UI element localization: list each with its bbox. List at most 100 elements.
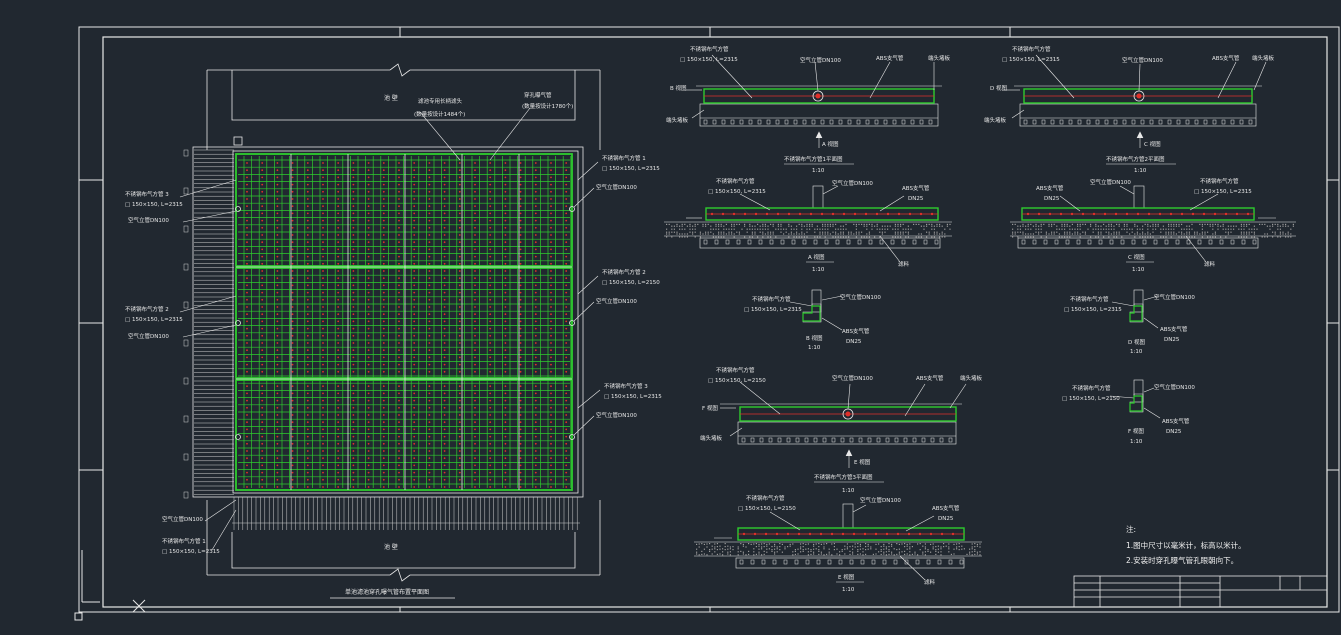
sec3-endcap: 端头堵板	[960, 374, 983, 382]
plan-right-pipe-1: 不锈钢布气方管 1	[602, 154, 646, 162]
note-2: 2.安装时穿孔曝气管孔眼朝向下。	[1126, 555, 1238, 565]
notes-title: 注:	[1126, 524, 1136, 534]
aeration-holes	[246, 162, 568, 488]
secE-pipe-dim: □ 150×150, L=2150	[738, 506, 796, 512]
sec1-endcap-left: 端头堵板	[666, 116, 689, 124]
sec1-abs: ABS支气管	[876, 54, 904, 62]
note-nozzle-count: (数量按设计1484个)	[414, 110, 465, 118]
sec2-view-c: C 视图	[1144, 140, 1161, 148]
sec1-view-b: B 视图	[670, 84, 687, 92]
secB-riser: 空气立管DN100	[840, 293, 881, 301]
secA-pipe-dim: □ 150×150, L=2315	[708, 189, 766, 195]
sec1-endcap: 端头堵板	[928, 54, 951, 62]
aeration-grid	[238, 156, 572, 488]
plan-right-riser-2: 空气立管DN100	[596, 297, 637, 305]
secE-abs-dn: DN25	[938, 516, 954, 522]
plan-right-riser-1: 空气立管DN100	[596, 183, 637, 191]
secC-scale: 1:10	[1132, 267, 1145, 273]
secD-pipe-label: 不锈钢布气方管	[1070, 295, 1109, 303]
plan-left-riser-2: 空气立管DN100	[128, 332, 169, 340]
sec3-title: 不锈钢布气方管3平面图	[814, 473, 873, 481]
secC-pipe-label: 不锈钢布气方管	[1200, 177, 1239, 185]
section-f-detail: 不锈钢布气方管 □ 150×150, L=2150 空气立管DN100 ABS支…	[1062, 379, 1195, 445]
secA-scale: 1:10	[812, 267, 825, 273]
secB-pipe-label: 不锈钢布气方管	[752, 295, 791, 303]
secE-pipe-label: 不锈钢布气方管	[746, 494, 785, 502]
secC-abs: ABS支气管	[1036, 184, 1064, 192]
section-pipe-1: 不锈钢布气方管 □ 150×150, L=2315 空气立管DN100 ABS支…	[666, 45, 951, 174]
secA-pipe-label: 不锈钢布气方管	[716, 177, 755, 185]
secD-abs: ABS支气管	[1160, 325, 1188, 333]
plan-right-pipe-2: 不锈钢布气方管 2	[602, 268, 646, 276]
secA-media: 滤料	[898, 260, 910, 268]
plan-right-pipe-3: 不锈钢布气方管 3	[604, 382, 648, 390]
bottom-hatch	[232, 497, 580, 530]
plan-bottom-wall-label: 池 壁	[384, 543, 398, 551]
sec2-abs: ABS支气管	[1212, 54, 1240, 62]
secB-title: B 视图	[806, 334, 823, 342]
sec3-view-f: F 视图	[702, 404, 718, 412]
note-1: 1.图中尺寸以毫米计，标高以米计。	[1126, 540, 1246, 550]
sec3-pipe-dim: □ 150×150, L=2150	[708, 378, 766, 384]
note-nozzle: 滤池专用长柄滤头	[418, 97, 463, 105]
note-aeration: 穿孔曝气管	[524, 91, 552, 99]
secD-riser: 空气立管DN100	[1154, 293, 1195, 301]
section-pipe-3: 不锈钢布气方管 □ 150×150, L=2150 空气立管DN100 ABS支…	[700, 366, 983, 494]
sec2-title: 不锈钢布气方管2平面图	[1106, 155, 1165, 163]
sec3-endcap-left: 端头堵板	[700, 434, 723, 442]
plan-top-wall-label: 池 壁	[384, 94, 398, 102]
plan-left-pipe-3-dim: □ 150×150, L=2315	[125, 202, 183, 208]
section-d-detail: 不锈钢布气方管 □ 150×150, L=2315 空气立管DN100 ABS支…	[1064, 289, 1195, 355]
section-pipe-2: 不锈钢布气方管 □ 150×150, L=2315 空气立管DN100 ABS支…	[984, 45, 1275, 174]
title-block	[1073, 575, 1328, 608]
secB-scale: 1:10	[808, 345, 821, 351]
sec3-view-e: E 视图	[854, 458, 871, 466]
secC-media: 滤料	[1204, 260, 1216, 268]
section-e-view: 不锈钢布气方管 □ 150×150, L=2150 空气立管DN100 ABS支…	[694, 494, 982, 593]
secA-riser: 空气立管DN100	[832, 179, 873, 187]
secF-riser: 空气立管DN100	[1154, 383, 1195, 391]
sec2-endcap: 端头堵板	[1252, 54, 1275, 62]
plan-left-riser-3: 空气立管DN100	[128, 216, 169, 224]
sec3-riser: 空气立管DN100	[832, 374, 873, 382]
secF-abs: ABS支气管	[1162, 417, 1190, 425]
secD-scale: 1:10	[1130, 349, 1143, 355]
plan-left-pipe-2: 不锈钢布气方管 2	[125, 305, 169, 313]
sec1-title: 不锈钢布气方管1平面图	[784, 155, 843, 163]
plan-right-riser-3: 空气立管DN100	[596, 411, 637, 419]
secD-title: D 视图	[1128, 338, 1145, 346]
drawing-frame	[74, 26, 1340, 621]
secE-title: E 视图	[838, 573, 855, 581]
sec1-scale: 1:10	[812, 168, 825, 174]
sec2-view-d: D 视图	[990, 84, 1007, 92]
secA-title: A 视图	[808, 253, 825, 261]
plan-right-pipe-2-dim: □ 150×150, L=2150	[602, 280, 660, 286]
section-c-view: 空气立管DN100 ABS支气管 DN25 不锈钢布气方管 □ 150×150,…	[1010, 177, 1296, 273]
secF-pipe-dim: □ 150×150, L=2150	[1062, 396, 1120, 402]
left-hatch	[183, 149, 234, 499]
secC-abs-dn: DN25	[1044, 196, 1060, 202]
sec3-abs: ABS支气管	[916, 374, 944, 382]
plan-title: 单池滤池穿孔曝气管布置平面图	[345, 588, 429, 596]
plan-left-pipe-1-dim: □ 150×150, L=2315	[162, 549, 220, 555]
secA-abs: ABS支气管	[902, 184, 930, 192]
secC-riser: 空气立管DN100	[1090, 178, 1131, 186]
sec1-pipe-dim: □ 150×150, L=2315	[680, 57, 738, 63]
secE-riser: 空气立管DN100	[860, 496, 901, 504]
secA-abs-dn: DN25	[908, 196, 924, 202]
notes-block: 注: 1.图中尺寸以毫米计，标高以米计。 2.安装时穿孔曝气管孔眼朝向下。	[1126, 524, 1246, 565]
sec2-riser: 空气立管DN100	[1122, 56, 1163, 64]
secE-media: 滤料	[924, 578, 936, 586]
secC-pipe-dim: □ 150×150, L=2315	[1194, 189, 1252, 195]
secC-title: C 视图	[1128, 253, 1145, 261]
secD-abs-dn: DN25	[1164, 337, 1180, 343]
sec1-riser: 空气立管DN100	[800, 56, 841, 64]
sec2-endcap-left: 端头堵板	[984, 116, 1007, 124]
secE-scale: 1:10	[842, 587, 855, 593]
section-b-detail: 不锈钢布气方管 □ 150×150, L=2315 空气立管DN100 ABS支…	[744, 289, 881, 351]
plan-right-pipe-3-dim: □ 150×150, L=2315	[604, 394, 662, 400]
plan-left-pipe-3: 不锈钢布气方管 3	[125, 190, 169, 198]
sec2-pipe-label: 不锈钢布气方管	[1012, 45, 1051, 53]
secF-title: F 视图	[1128, 427, 1144, 435]
